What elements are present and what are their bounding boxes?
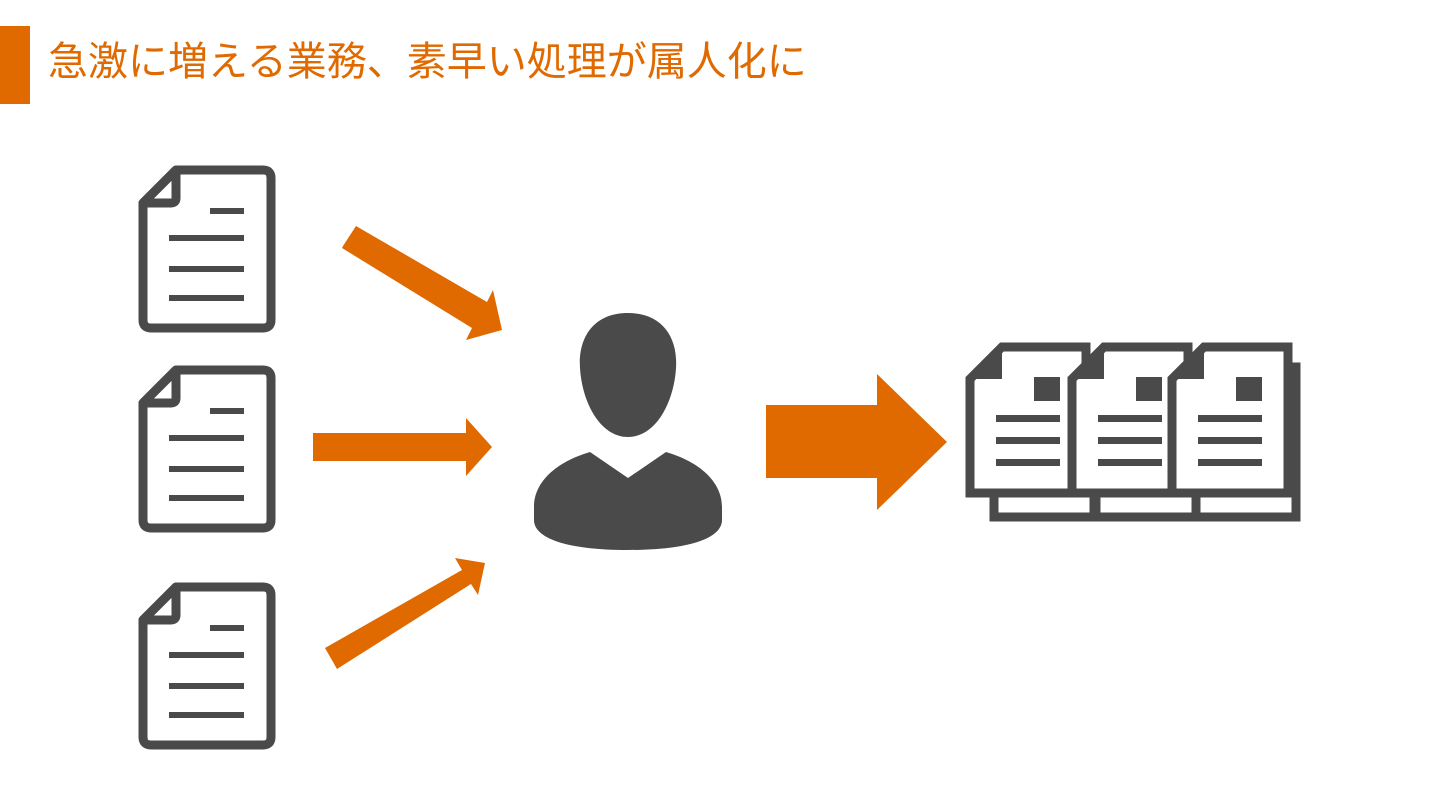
arrow-bottom	[325, 558, 485, 669]
document-icon	[143, 370, 271, 528]
title-accent-bar	[0, 26, 30, 104]
document-stack-icon	[970, 347, 1296, 517]
arrow-middle	[313, 418, 492, 476]
person-icon	[534, 313, 722, 550]
document-icon	[143, 587, 271, 745]
slide-title: 急激に増える業務、素早い処理が属人化に	[48, 39, 807, 85]
big-arrow	[766, 374, 947, 510]
arrow-top	[342, 226, 502, 340]
document-icon	[143, 170, 271, 328]
